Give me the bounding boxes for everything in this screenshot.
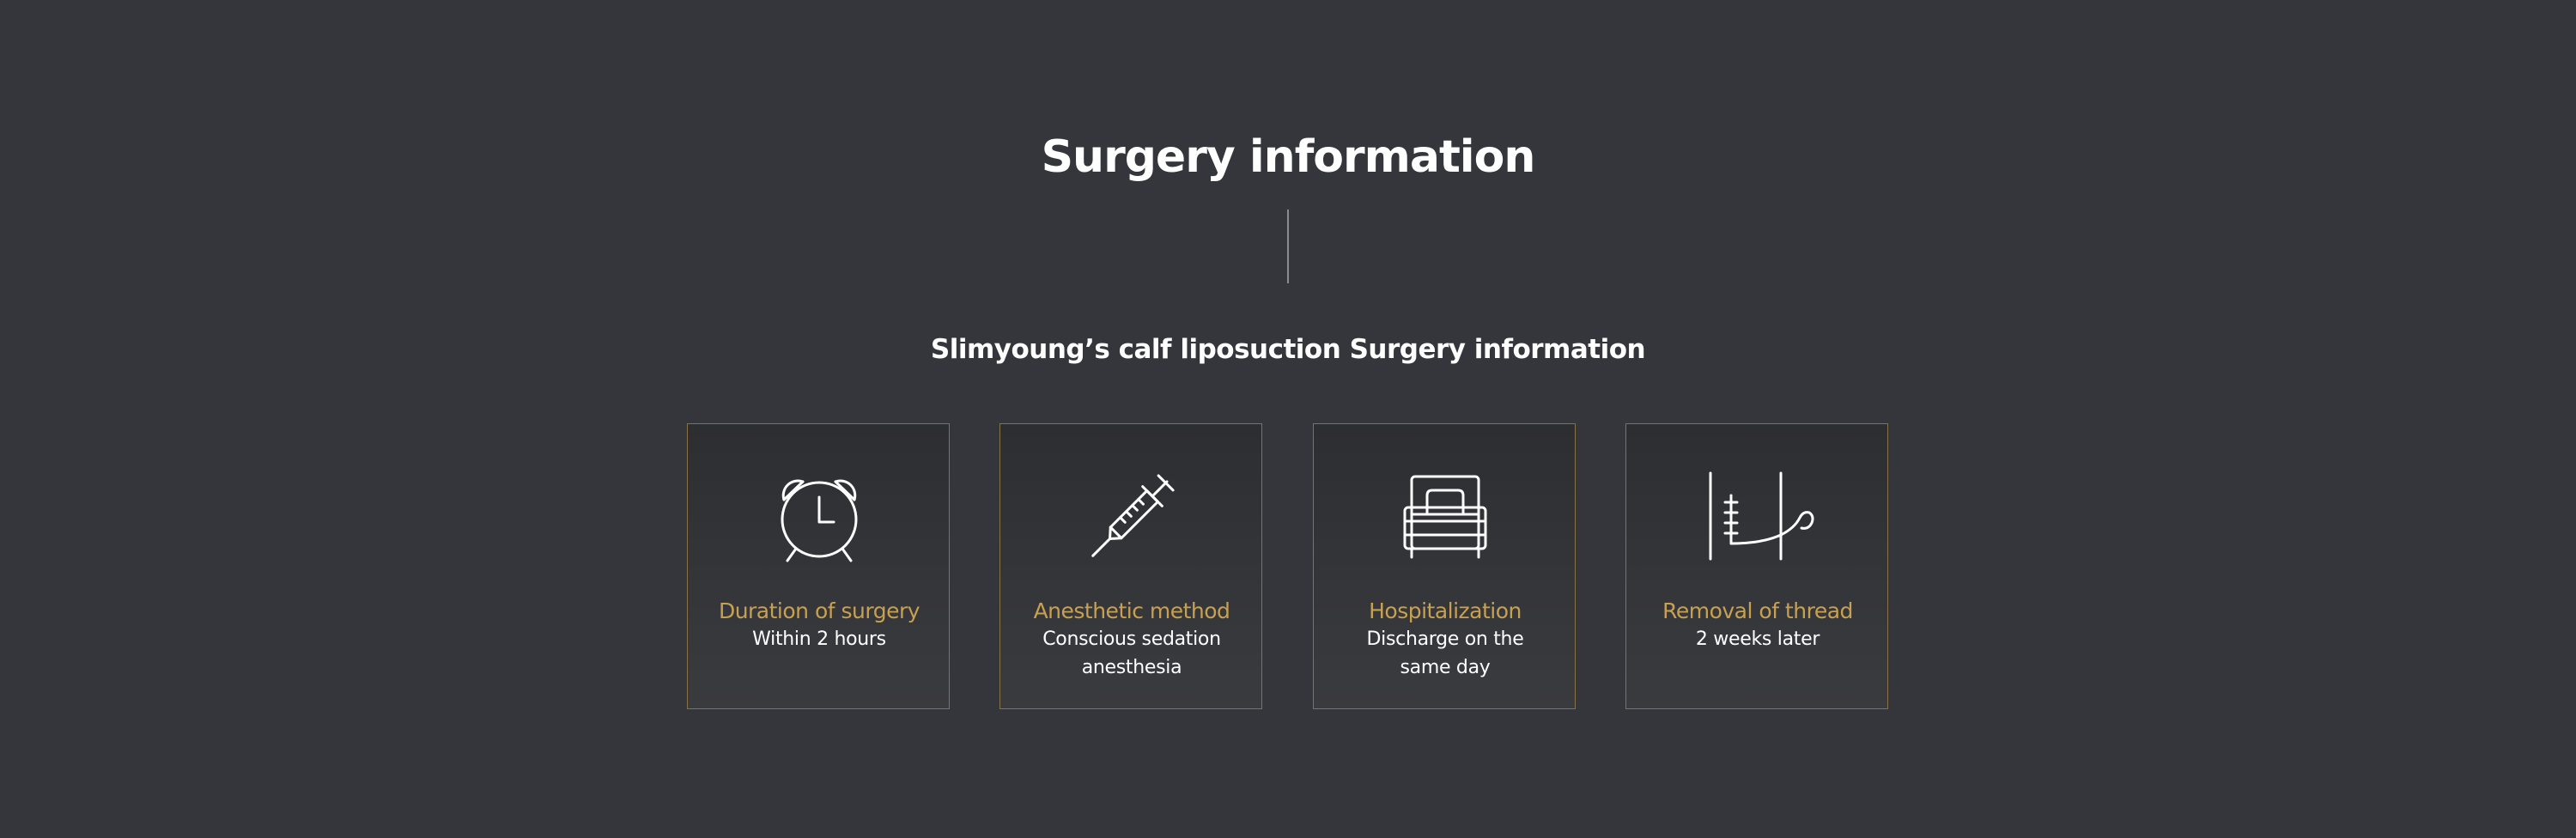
card-value: Discharge on the same day xyxy=(1314,625,1577,682)
card-value: Conscious sedation anesthesia xyxy=(1000,625,1263,682)
info-card-hospitalization: Hospitalization Discharge on the same da… xyxy=(1313,423,1576,709)
suture-thread-icon xyxy=(1626,460,1889,574)
bed-icon xyxy=(1314,460,1577,574)
alarm-clock-icon xyxy=(688,460,951,574)
title-divider xyxy=(1287,210,1289,283)
page-title: Surgery information xyxy=(1041,131,1536,183)
card-label: Hospitalization xyxy=(1369,598,1522,623)
card-value-line: anesthesia xyxy=(1081,657,1182,678)
info-card-thread-removal: Removal of thread 2 weeks later xyxy=(1625,423,1888,709)
card-label: Duration of surgery xyxy=(718,598,920,623)
card-value-line: 2 weeks later xyxy=(1695,628,1820,650)
card-label: Removal of thread xyxy=(1662,598,1853,623)
card-value-line: Conscious sedation xyxy=(1042,628,1221,650)
card-value-line: Discharge on the xyxy=(1366,628,1524,650)
info-card-anesthesia: Anesthetic method Conscious sedation ane… xyxy=(999,423,1262,709)
card-value: Within 2 hours xyxy=(688,625,951,653)
card-value-line: same day xyxy=(1400,657,1491,678)
card-label: Anesthetic method xyxy=(1033,598,1230,623)
info-card-duration: Duration of surgery Within 2 hours xyxy=(687,423,950,709)
card-value: 2 weeks later xyxy=(1626,625,1889,653)
syringe-icon xyxy=(1000,460,1263,574)
section-subtitle: Slimyoung’s calf liposuction Surgery inf… xyxy=(930,334,1646,365)
card-value-line: Within 2 hours xyxy=(752,628,886,650)
